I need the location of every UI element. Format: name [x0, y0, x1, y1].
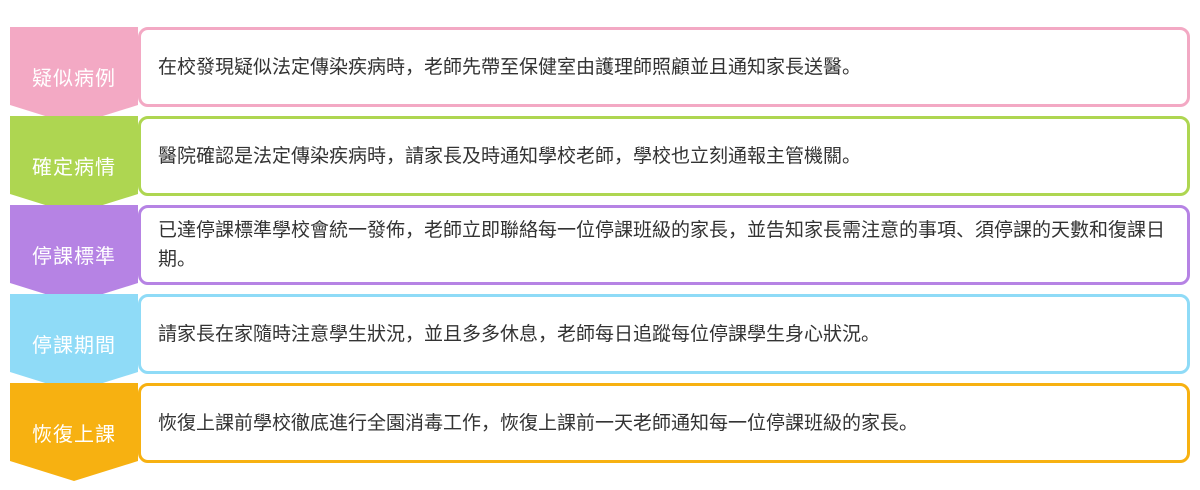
step-description: 醫院確認是法定傳染疾病時，請家長及時通知學校老師，學校也立刻通報主管機關。: [138, 116, 1190, 196]
step-arrow-shape: [10, 294, 138, 392]
step-suspension-criteria: 停課標準 已達停課標準學校會統一發佈，老師立即聯絡每一位停課班級的家長，並告知家…: [0, 205, 1200, 303]
step-resume-class: 恢復上課 恢復上課前學校徹底進行全園消毒工作，恢復上課前一天老師通知每一位停課班…: [0, 383, 1200, 481]
step-description: 已達停課標準學校會統一發佈，老師立即聯絡每一位停課班級的家長，並告知家長需注意的…: [138, 205, 1190, 285]
step-suspected-case: 疑似病例 在校發現疑似法定傳染疾病時，老師先帶至保健室由護理師照顧並且通知家長送…: [0, 27, 1200, 125]
step-arrow-shape: [10, 205, 138, 303]
step-arrow-shape: [10, 27, 138, 125]
step-confirmed-case: 確定病情 醫院確認是法定傳染疾病時，請家長及時通知學校老師，學校也立刻通報主管機…: [0, 116, 1200, 214]
step-suspension-period: 停課期間 請家長在家隨時注意學生狀況，並且多多休息，老師每日追蹤每位停課學生身心…: [0, 294, 1200, 392]
step-label: 停課期間: [32, 332, 116, 357]
step-arrow-shape: [10, 116, 138, 214]
step-description: 恢復上課前學校徹底進行全園消毒工作，恢復上課前一天老師通知每一位停課班級的家長。: [138, 383, 1190, 463]
step-label: 恢復上課: [32, 421, 116, 446]
step-description: 請家長在家隨時注意學生狀況，並且多多休息，老師每日追蹤每位停課學生身心狀況。: [138, 294, 1190, 374]
step-label: 疑似病例: [32, 65, 116, 90]
step-label: 確定病情: [32, 154, 116, 179]
step-description: 在校發現疑似法定傳染疾病時，老師先帶至保健室由護理師照顧並且通知家長送醫。: [138, 27, 1190, 107]
step-label: 停課標準: [32, 243, 116, 268]
step-arrow-shape: [10, 383, 138, 481]
